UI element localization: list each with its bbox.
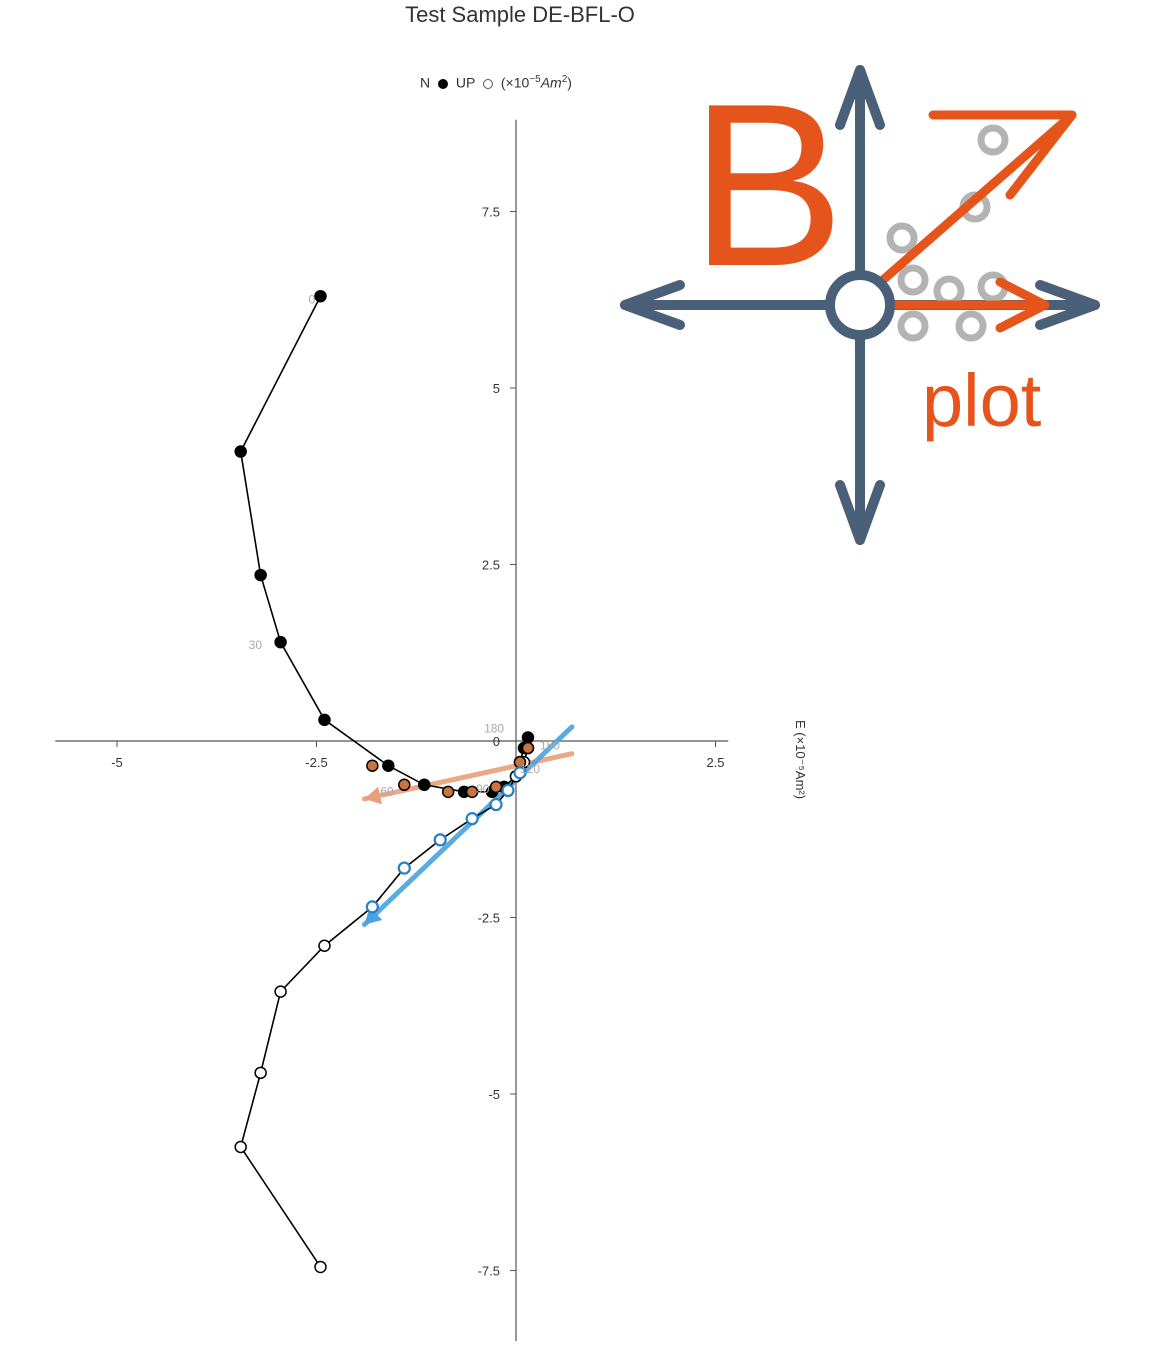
bplot-logo-mark xyxy=(620,65,1100,545)
logo-arrow-down-icon xyxy=(835,480,885,545)
side-axis-label: E (×10⁻⁵Am²) xyxy=(793,720,808,800)
logo-dot xyxy=(977,124,1009,156)
data-point-n xyxy=(254,568,267,582)
step-label: 60 xyxy=(380,784,394,798)
highlighted-point-up xyxy=(501,783,515,798)
data-point-n xyxy=(274,635,287,649)
step-label: 150 xyxy=(540,738,560,752)
legend-units-exp: −5 xyxy=(529,74,541,85)
legend-units-sq: 2 xyxy=(561,74,568,85)
data-point-up xyxy=(274,985,287,998)
logo-dot xyxy=(933,275,965,307)
step-label: 0 xyxy=(309,292,316,306)
logo-orange-arrow-right-icon xyxy=(995,277,1050,333)
highlighted-point-n xyxy=(521,741,535,755)
legend-units-rest: Am xyxy=(540,74,562,91)
data-point-n xyxy=(318,713,331,727)
y-tick-label: 2.5 xyxy=(482,558,500,573)
highlighted-point-n xyxy=(441,785,455,799)
logo-dot xyxy=(955,310,987,342)
series-line-up xyxy=(239,747,529,1268)
x-tick-label: -5 xyxy=(111,755,123,770)
data-point-up xyxy=(318,939,331,952)
y-tick-label: -5 xyxy=(488,1087,500,1102)
series-line-n xyxy=(239,295,529,793)
highlighted-point-n xyxy=(398,778,411,792)
step-label: 30 xyxy=(249,638,263,652)
legend-n-marker xyxy=(438,78,449,89)
data-point-n xyxy=(417,778,431,792)
logo-arrow-right-icon xyxy=(1035,280,1100,330)
fit-line xyxy=(361,724,575,928)
logo-dot xyxy=(886,222,918,254)
step-label: 90 xyxy=(476,782,490,796)
highlighted-point-up xyxy=(365,900,379,914)
logo-word: plot xyxy=(922,359,1042,442)
data-point-n xyxy=(314,289,327,303)
data-point-up xyxy=(254,1066,267,1080)
logo-arrow-up-icon xyxy=(835,65,885,130)
logo-letter: B xyxy=(690,56,845,315)
logo-dot xyxy=(897,310,929,342)
y-tick-label: -2.5 xyxy=(478,911,500,926)
logo-orange-arrow-diagonal-icon xyxy=(928,110,1077,200)
fit-line-arrowhead xyxy=(364,786,382,805)
chart-title: Test Sample DE-BFL-O xyxy=(405,2,635,27)
legend-up-label: UP xyxy=(455,74,476,91)
data-point-n xyxy=(234,445,247,458)
step-label: 120 xyxy=(520,762,540,776)
step-label: 180 xyxy=(484,722,504,736)
legend-n-label: N xyxy=(420,74,431,91)
legend-units: (×10 xyxy=(500,74,530,91)
legend: N UP (×10−5Am2) xyxy=(420,74,572,91)
logo-arrow-left-icon xyxy=(620,280,685,330)
logo-dot xyxy=(897,264,929,296)
highlighted-point-up xyxy=(513,766,527,780)
y-tick-label: 7.5 xyxy=(482,205,500,220)
logo-center-circle xyxy=(825,270,895,340)
data-point-n xyxy=(521,731,535,744)
highlighted-point-n xyxy=(366,759,379,772)
highlighted-point-n xyxy=(465,785,479,799)
data-point-up xyxy=(314,1260,327,1274)
highlighted-point-n xyxy=(489,780,503,794)
highlighted-point-up xyxy=(489,797,503,812)
legend-units-close: ) xyxy=(567,74,572,91)
logo-fit-line-diagonal xyxy=(855,110,1077,305)
y-tick-label: 5 xyxy=(493,381,500,396)
y-tick-label: 0 xyxy=(493,734,500,749)
y-tick-label: -7.5 xyxy=(478,1264,500,1279)
highlighted-point-up xyxy=(433,833,447,847)
highlighted-point-up xyxy=(397,861,411,875)
x-tick-label: -2.5 xyxy=(305,755,327,770)
highlighted-point-up xyxy=(465,812,479,826)
data-point-up xyxy=(234,1140,247,1154)
legend-up-marker xyxy=(483,78,493,89)
data-point-n xyxy=(382,759,395,772)
x-tick-label: 2.5 xyxy=(706,755,724,770)
